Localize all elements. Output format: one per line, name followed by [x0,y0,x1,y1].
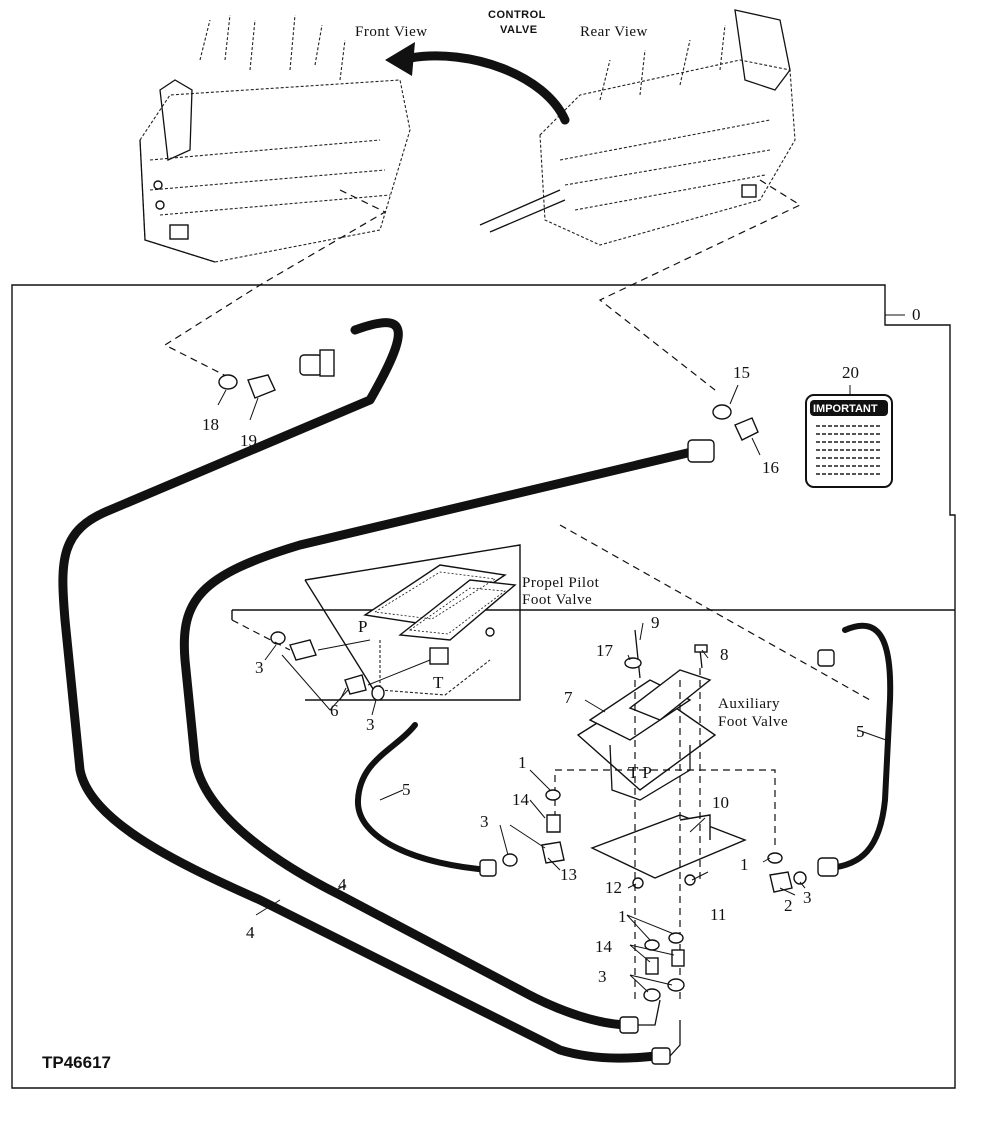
callout-3c: 3 [480,812,489,831]
front-valve-leader [163,189,387,379]
front-view-label: Front View [355,24,428,40]
propel-pilot-foot-valve [363,564,517,696]
control-valve-label-2: VALVE [500,24,538,36]
svg-text:IMPORTANT: IMPORTANT [813,403,878,415]
callout-0: 0 [912,305,921,324]
hose-fitting [479,859,497,877]
o-ring-3 [502,853,518,867]
fitting-6 [289,639,317,661]
hose-fitting [687,439,715,463]
callout-19: 19 [240,431,257,450]
callout-13: 13 [560,865,577,884]
port-p: P [358,617,367,636]
elbow-13 [541,841,565,864]
control-valve-front-view [139,14,411,263]
callout-1c: 1 [618,907,627,926]
o-ring-3 [371,685,385,701]
figure-code: TP46617 [42,1053,111,1072]
elbow-fitting-16 [734,417,759,441]
callout-3e: 3 [598,967,607,986]
auxiliary-label-2: Foot Valve [718,714,788,730]
callout-14b: 14 [595,937,613,956]
nut-11 [684,874,696,886]
callout-1b: 1 [740,855,749,874]
bolt-8 [694,644,708,653]
o-ring-18 [218,374,238,390]
callout-15: 15 [733,363,750,382]
o-ring-3 [667,978,685,992]
propel-label-2: Foot Valve [522,592,592,608]
control-valve-rear-view [479,9,796,246]
callout-7: 7 [564,688,573,707]
callout-3b: 3 [366,715,375,734]
hose-fitting [817,649,835,667]
view-arrow [405,51,570,125]
callout-18: 18 [202,415,219,434]
hose-fitting [651,1047,671,1065]
o-ring-1 [668,932,684,944]
callout-14a: 14 [512,790,530,809]
callout-20: 20 [842,363,859,382]
callout-3a: 3 [255,658,264,677]
view-arrow-head [385,42,415,76]
washer-17 [624,657,642,669]
callout-3d: 3 [803,888,812,907]
callout-6: 6 [330,701,339,720]
callout-9: 9 [651,613,660,632]
callout-10: 10 [712,793,729,812]
auxiliary-label-1: Auxiliary [718,696,780,712]
rear-valve-leader [598,179,802,391]
callout-1a: 1 [518,753,527,772]
port-t: T [433,673,444,692]
callout-16: 16 [762,458,779,477]
hose-fitting-nut [319,349,335,377]
adapter-14 [546,814,561,833]
control-valve-label-1: CONTROL [488,9,546,21]
propel-label-1: Propel Pilot [522,575,600,591]
callout-5b: 5 [856,722,865,741]
o-ring-3 [270,631,286,645]
callout-4a: 4 [338,875,347,894]
hose-4-outer [58,318,670,1063]
o-ring-3 [793,871,807,885]
o-ring-1 [545,789,561,801]
rear-view-label: Rear View [580,24,648,40]
callout-4b: 4 [246,923,255,942]
hose-4-inner [179,445,705,1030]
auxiliary-foot-valve [576,629,747,889]
alignment-lines [231,524,871,1000]
important-decal: IMPORTANT [805,394,893,488]
hose-fitting [619,1016,639,1034]
callout-11: 11 [710,905,726,924]
fitting-6 [344,674,367,695]
hose-5-left [354,722,493,873]
fitting-2 [769,871,793,893]
elbow-fitting-19 [247,374,276,399]
assembly-frame [11,284,956,1089]
callout-8: 8 [720,645,729,664]
o-ring-1 [767,852,783,864]
hose-fitting [817,857,839,877]
hose-5-right [827,622,894,871]
adapter-14 [671,949,685,967]
callout-12: 12 [605,878,622,897]
hose-fitting [299,354,323,376]
callout-2: 2 [784,896,793,915]
callout-17: 17 [596,641,614,660]
callout-5a: 5 [402,780,411,799]
port-tp: T P [628,763,652,782]
o-ring-15 [712,404,732,420]
adapter-14 [645,957,659,975]
